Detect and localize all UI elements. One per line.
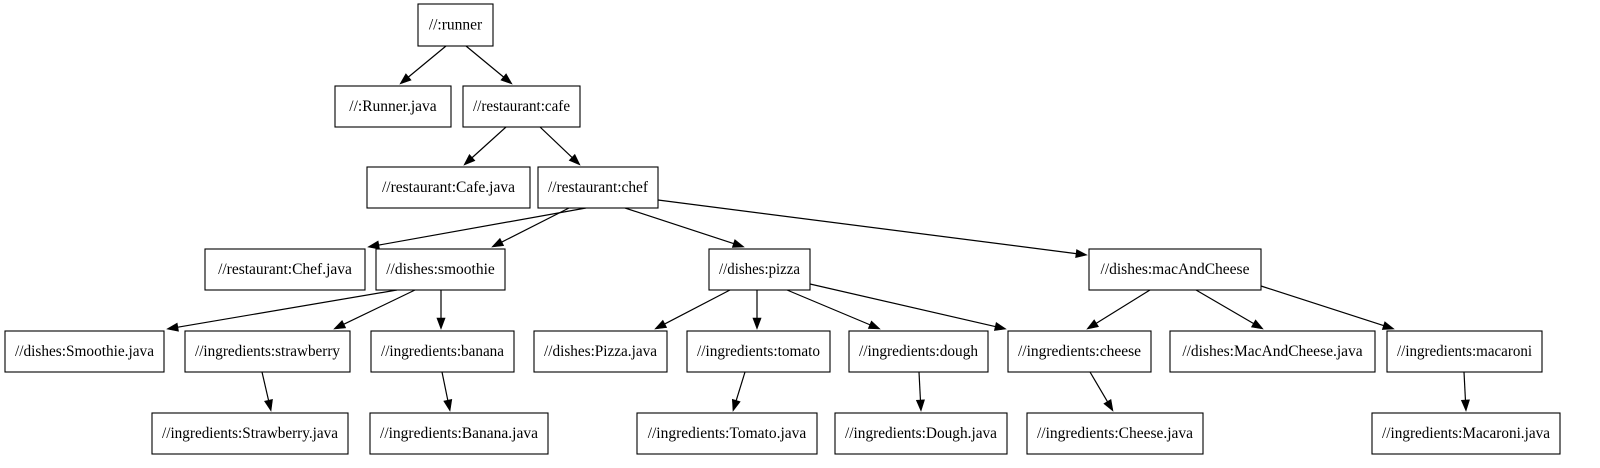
graph-edge-ing_tomato-to-ing_tomato_java: [731, 371, 746, 412]
graph-node-label: //:runner: [429, 17, 483, 34]
graph-edge-dishes_macandcheese-to-ing_cheese: [1086, 289, 1151, 330]
graph-edge-dishes_smoothie-to-ing_strawberry: [333, 289, 416, 330]
graph-node-runner_java[interactable]: //:Runner.java: [334, 85, 452, 128]
graph-node-label: //ingredients:Tomato.java: [648, 425, 807, 442]
graph-node-label: //dishes:MacAndCheese.java: [1182, 343, 1362, 360]
graph-node-label: //dishes:pizza: [719, 261, 800, 278]
graph-edge-ing_banana-to-ing_banana_java: [441, 371, 453, 412]
graph-node-label: //dishes:Smoothie.java: [15, 343, 154, 360]
graph-node-label: //ingredients:macaroni: [1397, 343, 1533, 360]
graph-node-label: //dishes:macAndCheese: [1101, 261, 1250, 278]
graph-edge-dishes_pizza-to-ing_cheese: [809, 283, 1007, 331]
graph-node-label: //:Runner.java: [349, 98, 437, 115]
graph-edge-restaurant_chef-to-dishes_pizza: [624, 207, 745, 248]
graph-node-runner[interactable]: //:runner: [417, 3, 494, 47]
graph-edge-dishes_pizza-to-ing_tomato: [752, 290, 762, 330]
graph-node-dishes_pizza_java[interactable]: //dishes:Pizza.java: [533, 330, 668, 373]
graph-node-label: //ingredients:cheese: [1018, 343, 1141, 360]
graph-node-restaurant_chef[interactable]: //restaurant:chef: [537, 166, 659, 209]
graph-node-label: //restaurant:Chef.java: [218, 261, 352, 278]
graph-node-restaurant_cafe[interactable]: //restaurant:cafe: [462, 85, 581, 128]
graph-edge-restaurant_cafe-to-restaurant_chef: [539, 126, 581, 166]
graph-node-label: //ingredients:tomato: [697, 343, 820, 360]
graph-node-dishes_macandcheese[interactable]: //dishes:macAndCheese: [1088, 248, 1262, 291]
graph-edge-dishes_smoothie-to-ing_banana: [436, 290, 446, 330]
graph-node-label: //ingredients:Banana.java: [380, 425, 538, 442]
graph-edge-restaurant_cafe-to-restaurant_cafe_java: [463, 126, 507, 166]
graph-edge-dishes_smoothie-to-dishes_smoothie_java: [166, 289, 398, 332]
graph-node-ing_dough_java[interactable]: //ingredients:Dough.java: [834, 412, 1008, 455]
graph-node-ing_strawberry_java[interactable]: //ingredients:Strawberry.java: [151, 412, 349, 455]
graph-edge-restaurant_chef-to-dishes_smoothie: [491, 207, 570, 248]
graph-edge-runner-to-restaurant_cafe: [465, 45, 513, 85]
graph-node-label: //restaurant:Cafe.java: [382, 179, 515, 196]
graph-node-ing_banana_java[interactable]: //ingredients:Banana.java: [369, 412, 549, 455]
graph-node-ing_strawberry[interactable]: //ingredients:strawberry: [184, 330, 351, 373]
graph-node-label: //dishes:Pizza.java: [544, 343, 657, 360]
graph-node-label: //ingredients:dough: [859, 343, 978, 360]
graph-node-ing_cheese[interactable]: //ingredients:cheese: [1007, 330, 1152, 373]
graph-node-label: //restaurant:chef: [548, 179, 649, 196]
graph-node-label: //ingredients:Macaroni.java: [1382, 425, 1550, 442]
graph-node-label: //ingredients:Strawberry.java: [162, 425, 338, 442]
graph-edge-runner-to-runner_java: [399, 45, 447, 85]
graph-node-label: //dishes:smoothie: [386, 261, 495, 278]
graph-node-label: //restaurant:cafe: [473, 98, 570, 115]
edges-layer: [166, 45, 1470, 412]
graph-edge-ing_dough-to-ing_dough_java: [915, 371, 925, 412]
graph-node-label: //ingredients:Cheese.java: [1037, 425, 1193, 442]
graph-edge-ing_strawberry-to-ing_strawberry_java: [261, 371, 273, 412]
graph-node-dishes_pizza[interactable]: //dishes:pizza: [708, 248, 811, 291]
graph-node-dishes_smoothie[interactable]: //dishes:smoothie: [375, 248, 506, 291]
graph-edge-restaurant_chef-to-restaurant_chef_java: [367, 207, 587, 250]
graph-node-ing_macaroni_java[interactable]: //ingredients:Macaroni.java: [1371, 412, 1561, 455]
graph-node-label: //ingredients:Dough.java: [845, 425, 997, 442]
graph-node-ing_cheese_java[interactable]: //ingredients:Cheese.java: [1026, 412, 1204, 455]
graph-node-ing_tomato[interactable]: //ingredients:tomato: [686, 330, 831, 373]
graph-node-dishes_mac_java[interactable]: //dishes:MacAndCheese.java: [1169, 330, 1376, 373]
graph-node-ing_banana[interactable]: //ingredients:banana: [370, 330, 515, 373]
graph-edge-dishes_macandcheese-to-dishes_mac_java: [1195, 289, 1264, 330]
graph-edge-restaurant_chef-to-dishes_macandcheese: [657, 199, 1088, 259]
graph-edge-dishes_pizza-to-dishes_pizza_java: [654, 289, 731, 330]
graph-node-ing_dough[interactable]: //ingredients:dough: [848, 330, 989, 373]
graph-node-ing_tomato_java[interactable]: //ingredients:Tomato.java: [636, 412, 818, 455]
nodes-layer: //:runner //:Runner.java //restaurant:cafe…: [4, 3, 1561, 455]
graph-edge-dishes_macandcheese-to-ing_macaroni: [1260, 285, 1395, 330]
graph-node-restaurant_chef_java[interactable]: //restaurant:Chef.java: [204, 248, 366, 291]
graph-edge-ing_cheese-to-ing_cheese_java: [1089, 371, 1114, 412]
graph-edge-ing_macaroni-to-ing_macaroni_java: [1460, 371, 1470, 412]
graph-node-label: //ingredients:banana: [381, 343, 504, 360]
graph-node-label: //ingredients:strawberry: [195, 343, 340, 360]
graph-edge-dishes_pizza-to-ing_dough: [786, 289, 881, 330]
graph-node-restaurant_cafe_java[interactable]: //restaurant:Cafe.java: [366, 166, 531, 209]
graph-node-dishes_smoothie_java[interactable]: //dishes:Smoothie.java: [4, 330, 165, 373]
graph-node-ing_macaroni[interactable]: //ingredients:macaroni: [1386, 330, 1543, 373]
